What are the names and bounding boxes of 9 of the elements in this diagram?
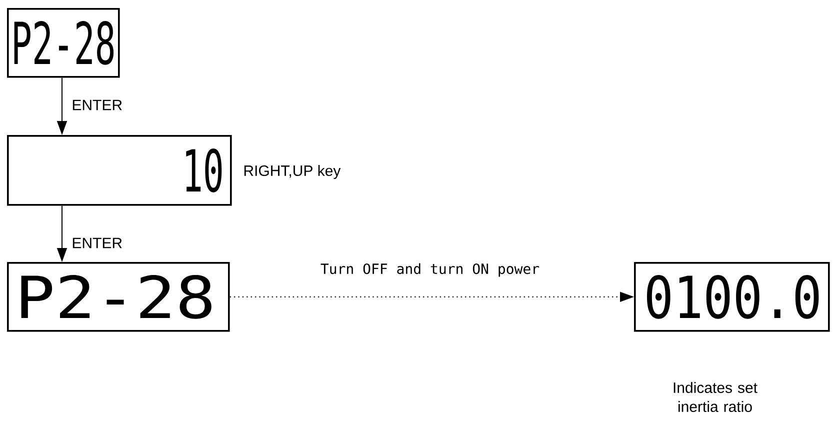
display-box: 10 xyxy=(7,135,232,206)
edge-label: ENTER xyxy=(70,98,124,112)
display-box: P2-28 xyxy=(7,8,120,78)
note: Indicates set inertia ratio xyxy=(674,382,758,412)
display-box: 0100.0 xyxy=(634,262,830,332)
edge-label: Turn OFF and turn ON power xyxy=(318,262,542,278)
note: RIGHT,UP key xyxy=(244,165,341,179)
edge-label: ENTER xyxy=(70,236,124,250)
display-box: P2-28 xyxy=(7,262,230,332)
